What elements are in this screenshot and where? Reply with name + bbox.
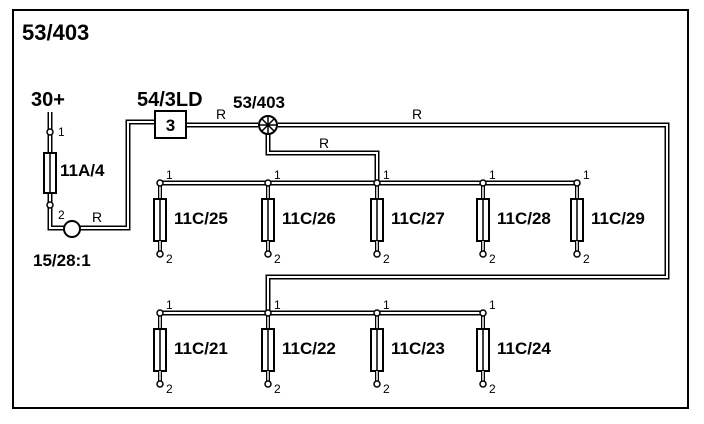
upper-component-4	[570, 179, 584, 258]
relay-label: 54/3LD	[137, 89, 203, 111]
lower-pin2-0: 2	[166, 382, 173, 396]
lower-component-2	[370, 309, 384, 388]
lower-label-2: 11C/23	[391, 339, 445, 358]
upper-pin1-0: 1	[166, 168, 173, 182]
wires	[47, 112, 670, 316]
lower-pin2-2: 2	[383, 382, 390, 396]
lower-pin1-3: 1	[489, 298, 496, 312]
upper-pin2-4: 2	[583, 252, 590, 266]
upper-label-3: 11C/28	[497, 209, 551, 228]
lower-pin1-0: 1	[166, 298, 173, 312]
lower-pin2-3: 2	[489, 382, 496, 396]
relay-pin-label: 3	[166, 116, 175, 135]
lower-pin1-1: 1	[274, 298, 281, 312]
lower-pin2-1: 2	[274, 382, 281, 396]
lower-label-1: 11C/22	[282, 339, 336, 358]
upper-pin2-3: 2	[489, 252, 496, 266]
lower-component-0	[153, 309, 167, 388]
relay-box	[154, 110, 187, 139]
junction-label: 53/403	[233, 93, 285, 112]
lower-component-3	[476, 309, 490, 388]
upper-pin1-3: 1	[489, 168, 496, 182]
power-label: 30+	[31, 89, 65, 111]
upper-label-2: 11C/27	[391, 209, 445, 228]
lower-row-components: 1 2 11C/21 1 2 11C/22 1 2 11C/23 1 2 11C/24	[153, 298, 551, 396]
upper-component-3	[476, 179, 490, 258]
upper-pin1-4: 1	[583, 168, 590, 182]
upper-pin1-1: 1	[274, 168, 281, 182]
ground-connector-symbol	[63, 220, 81, 238]
upper-row-components: 1 2 11C/25 1 2 11C/26 1 2 11C/27 1 2 11C/28 1 2 11C/29	[153, 168, 645, 266]
upper-label-4: 11C/29	[591, 209, 645, 228]
fuse-11a4	[43, 128, 57, 209]
upper-label-0: 11C/25	[174, 209, 228, 228]
fuse-pin-1: 1	[58, 125, 65, 139]
upper-pin1-2: 1	[383, 168, 390, 182]
diagram-title: 53/403	[22, 20, 89, 45]
upper-label-1: 11C/26	[282, 209, 336, 228]
upper-pin2-1: 2	[274, 252, 281, 266]
junction-symbol	[258, 115, 278, 135]
wire-label-fuse: R	[92, 209, 102, 225]
lower-component-1	[261, 309, 275, 388]
upper-component-0	[153, 179, 167, 258]
lower-label-0: 11C/21	[174, 339, 228, 358]
lower-pin1-2: 1	[383, 298, 390, 312]
ground-label: 15/28:1	[33, 251, 91, 270]
wire-label-inner: R	[319, 135, 329, 151]
upper-pin2-0: 2	[166, 252, 173, 266]
upper-pin2-2: 2	[383, 252, 390, 266]
fuse-label: 11A/4	[60, 161, 105, 180]
upper-component-2	[370, 179, 384, 258]
upper-component-1	[261, 179, 275, 258]
fuse-pin-2: 2	[58, 208, 65, 222]
diagram-border	[12, 9, 689, 409]
wire-label-outer: R	[412, 106, 422, 122]
lower-label-3: 11C/24	[497, 339, 551, 358]
wire-label-relay: R	[216, 106, 226, 122]
